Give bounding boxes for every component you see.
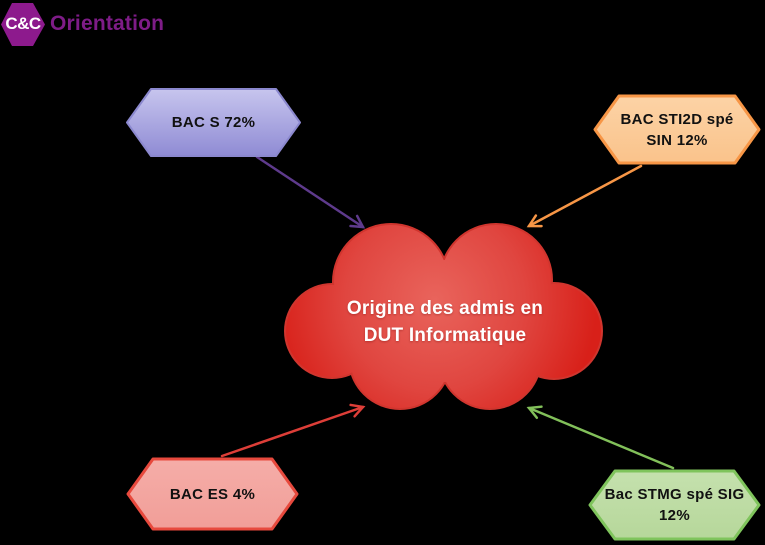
hexagon-shape-bac-es	[126, 457, 299, 531]
node-sti2d-label-line2: SIN 12%	[646, 131, 708, 149]
node-stmg-label-line1: Bac STMG spé SIG	[604, 486, 745, 503]
node-bac-s: BAC S 72%	[125, 87, 302, 158]
arrow-bac-s-to-cloud	[255, 155, 366, 229]
node-stmg-label-line2: 12%	[659, 507, 690, 524]
node-stmg: Bac STMG spé SIG 12%	[588, 469, 761, 541]
node-bac-es-label: BAC ES 4%	[169, 485, 256, 503]
arrow-bac-es-to-cloud	[220, 403, 366, 458]
hexagon-shape-bac-s	[126, 88, 301, 157]
brand-name: Orientation	[50, 12, 165, 35]
node-sti2d-label-line1: BAC STI2D spé	[620, 110, 734, 128]
cloud-title-line2: DUT Informatique	[363, 324, 527, 346]
hexagon-shape-sti2d	[593, 94, 761, 165]
node-bac-es: BAC ES 4%	[126, 457, 299, 531]
logo-hexagon-icon	[1, 3, 45, 46]
logo-hexagon-shape	[1, 3, 45, 46]
brand-logo: C&C Orientation	[0, 1, 164, 47]
arrow-sti2d-to-cloud	[526, 164, 643, 228]
node-sti2d: BAC STI2D spé SIN 12%	[593, 94, 761, 165]
logo-badge-text: C&C	[5, 14, 41, 33]
cloud-title: Origine des admis en DUT Informatique	[318, 296, 572, 349]
cloud-title-line1: Origine des admis en	[346, 298, 544, 319]
node-bac-s-label: BAC S 72%	[171, 114, 256, 131]
logo-badge: C&C	[0, 1, 46, 47]
arrow-stmg-to-cloud	[526, 405, 675, 470]
hexagon-shape-stmg	[588, 469, 761, 541]
